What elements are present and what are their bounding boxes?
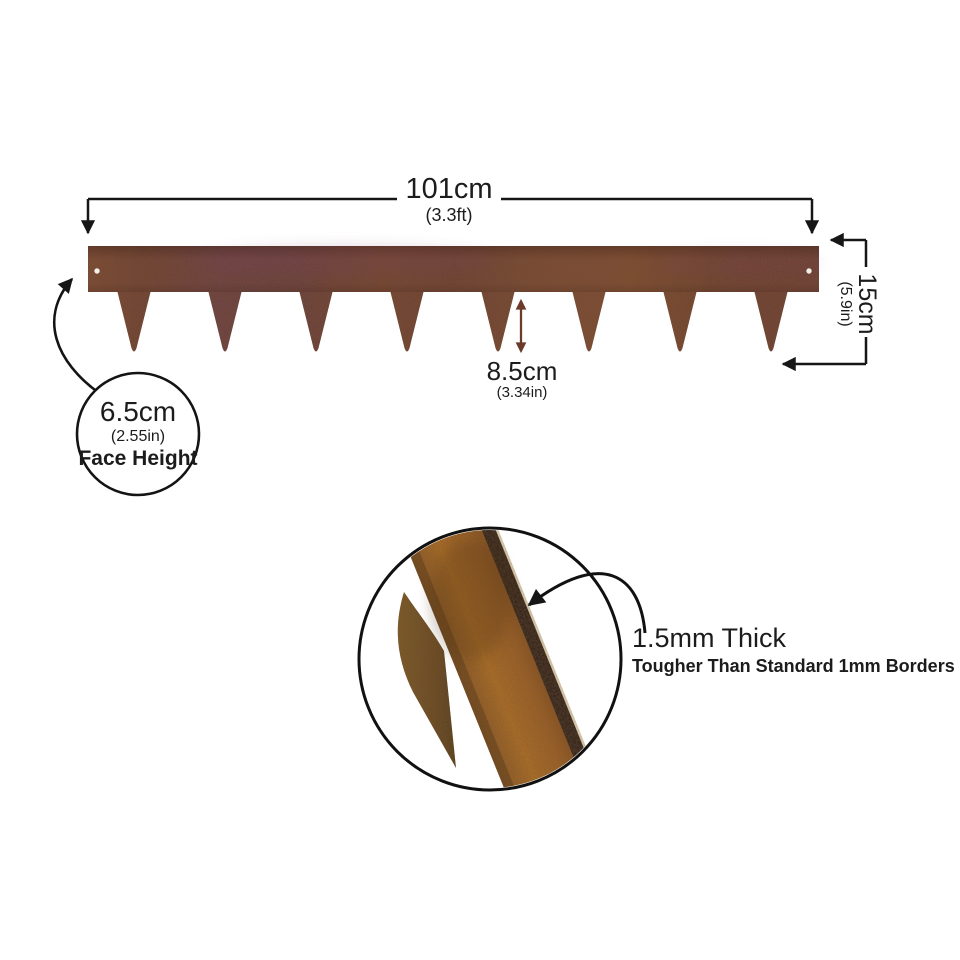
height-label-group: 15cm (5.9in) [829,234,887,374]
thickness-callout-arrow-icon [527,572,647,634]
spike-depth-alt-value: (3.34in) [496,384,548,401]
face-height-alt-value: (2.55in) [110,428,166,446]
strip-hole-right [806,268,812,274]
length-value: 101cm [405,173,493,205]
spike-depth-value: 8.5cm [486,356,558,386]
strip-purple-patina-right [650,250,820,276]
face-height-value: 6.5cm [99,396,177,427]
height-alt-value: (5.9in) [837,281,855,327]
face-height-caption: Face Height [78,446,198,470]
height-dimension [781,232,868,372]
thickness-title: 1.5mm Thick [632,623,787,653]
strip-spikes [117,290,788,352]
height-value: 15cm [852,273,881,335]
strip-hole-left [94,268,100,274]
face-height-circle [75,371,201,497]
photo-spike [397,592,456,768]
face-height-callout-arrow-icon [53,277,100,395]
length-alt-value: (3.3ft) [425,205,473,225]
photo-mottle [430,540,510,660]
face-height-label-group: 6.5cm (2.55in) Face Height [68,396,208,471]
strip-purple-patina-left [195,246,495,276]
thickness-subtitle: Tougher Than Standard 1mm Borders [632,656,955,676]
length-dimension [80,197,820,235]
